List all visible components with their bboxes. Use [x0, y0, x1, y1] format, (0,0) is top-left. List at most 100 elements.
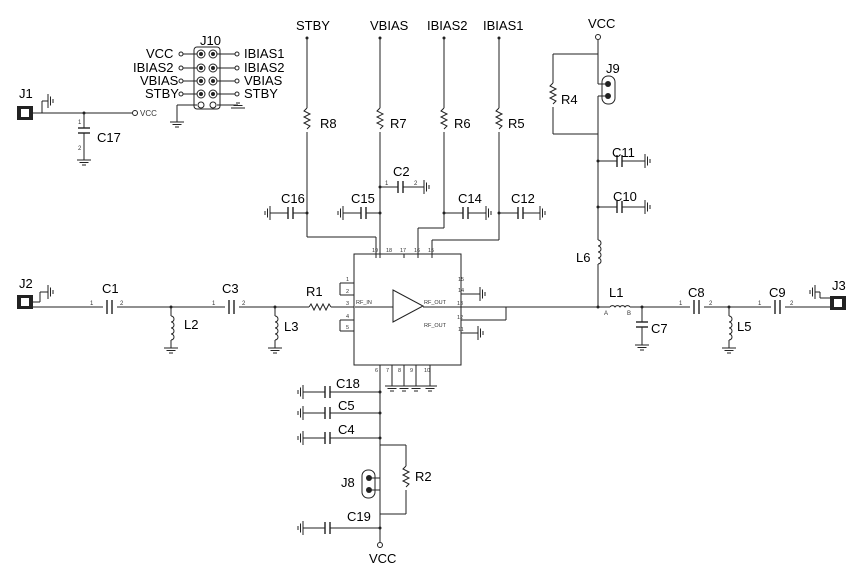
c1-label: C1	[102, 281, 119, 296]
l2-label: L2	[184, 317, 198, 332]
j10-right-net-2: IBIAS2	[244, 60, 284, 75]
c11-label: C11	[612, 145, 635, 160]
capacitor-c14	[442, 205, 492, 221]
c4-label: C4	[338, 422, 355, 437]
ic-pin-rf-in: RF_IN	[356, 300, 372, 306]
svg-text:1: 1	[90, 301, 94, 307]
svg-text:2: 2	[346, 289, 349, 295]
connector-j1: 1 2	[17, 93, 138, 166]
j10-right-net-4: STBY	[244, 86, 278, 101]
svg-text:8: 8	[398, 368, 401, 374]
c10-label: C10	[613, 189, 637, 204]
capacitor-c8: 1 2	[679, 300, 713, 314]
c7-label: C7	[651, 321, 668, 336]
ic-pin-rf-out-13: RF_OUT	[424, 300, 447, 306]
j8-label: J8	[341, 475, 355, 490]
j10-left-net-3: VBIAS	[140, 73, 179, 88]
svg-text:19: 19	[372, 248, 378, 254]
svg-text:1: 1	[212, 301, 216, 307]
bias-line-ibias2	[417, 36, 449, 254]
svg-text:15: 15	[428, 248, 434, 254]
c14-label: C14	[458, 191, 482, 206]
c2-label: C2	[393, 164, 410, 179]
svg-text:2: 2	[242, 301, 246, 307]
svg-text:3: 3	[346, 301, 349, 307]
r8-label: R8	[320, 116, 337, 131]
capacitor-c7	[634, 305, 650, 351]
vcc-bottom-branch	[297, 378, 411, 548]
j2-label: J2	[19, 276, 33, 291]
c17-label: C17	[97, 130, 121, 145]
svg-text:10: 10	[424, 368, 430, 374]
svg-text:5: 5	[346, 325, 349, 331]
net-label-stby: STBY	[296, 18, 330, 33]
r7-label: R7	[390, 116, 407, 131]
r6-label: R6	[454, 116, 471, 131]
svg-text:1: 1	[679, 301, 683, 307]
svg-text:2: 2	[414, 181, 418, 187]
svg-text:2: 2	[120, 301, 124, 307]
bias-line-stby	[302, 36, 377, 254]
inductor-l1	[609, 300, 631, 310]
c9-label: C9	[769, 285, 786, 300]
amplifier-ic: 19 18 17 16 15 1 2 3 4 5 15 14 13 12 11	[339, 248, 507, 392]
inductor-l5	[721, 305, 737, 354]
header-j10	[169, 46, 246, 128]
resistor-r1	[308, 302, 332, 312]
r2-label: R2	[415, 469, 432, 484]
net-label-vcc-top: VCC	[588, 16, 615, 31]
j10-right-net-1: IBIAS1	[244, 46, 284, 61]
svg-text:2: 2	[709, 301, 713, 307]
ic-pin-rf-out-12: RF_OUT	[424, 323, 447, 329]
c12-label: C12	[511, 191, 535, 206]
vcc-right-branch	[548, 34, 651, 307]
c3-label: C3	[222, 281, 239, 296]
capacitor-c16	[264, 205, 309, 221]
svg-text:14: 14	[458, 288, 464, 294]
j1-label: J1	[19, 86, 33, 101]
capacitor-c9: 1 2	[758, 300, 794, 314]
r5-label: R5	[508, 116, 525, 131]
l5-label: L5	[737, 319, 751, 334]
bias-line-ibias1	[431, 36, 504, 254]
j10-label: J10	[200, 33, 221, 48]
capacitor-c3: 1 2	[212, 300, 246, 314]
c18-label: C18	[336, 376, 360, 391]
j10-left-net-4: STBY	[145, 86, 179, 101]
capacitor-c1: 1 2	[90, 300, 124, 314]
j9-label: J9	[606, 61, 620, 76]
net-label-vbias: VBIAS	[370, 18, 409, 33]
r4-label: R4	[561, 92, 578, 107]
l3-label: L3	[284, 319, 298, 334]
capacitor-c12	[497, 205, 546, 221]
capacitor-c15	[337, 205, 382, 221]
svg-text:1: 1	[346, 277, 349, 283]
svg-text:9: 9	[410, 368, 413, 374]
c16-label: C16	[281, 191, 305, 206]
j10-left-net-2: IBIAS2	[133, 60, 173, 75]
c8-label: C8	[688, 285, 705, 300]
c15-label: C15	[351, 191, 375, 206]
svg-text:6: 6	[375, 368, 378, 374]
j10-right-net-3: VBIAS	[244, 73, 283, 88]
svg-text:12: 12	[457, 315, 463, 321]
svg-text:18: 18	[386, 248, 392, 254]
svg-text:1: 1	[78, 120, 82, 126]
svg-text:1: 1	[758, 301, 762, 307]
vcc-j1-label: VCC	[140, 109, 157, 118]
svg-text:7: 7	[386, 368, 389, 374]
svg-text:11: 11	[458, 327, 464, 333]
l1-label: L1	[609, 285, 623, 300]
r1-label: R1	[306, 284, 323, 299]
vcc-bottom-label: VCC	[369, 551, 396, 566]
c5-label: C5	[338, 398, 355, 413]
net-label-ibias2: IBIAS2	[427, 18, 467, 33]
l6-label: L6	[576, 250, 590, 265]
svg-text:16: 16	[414, 248, 420, 254]
j3-label: J3	[832, 278, 846, 293]
l1-pin-a: A	[604, 311, 608, 317]
inductor-l2	[163, 305, 179, 354]
capacitor-c2: 1 2	[378, 179, 430, 195]
svg-text:2: 2	[790, 301, 794, 307]
